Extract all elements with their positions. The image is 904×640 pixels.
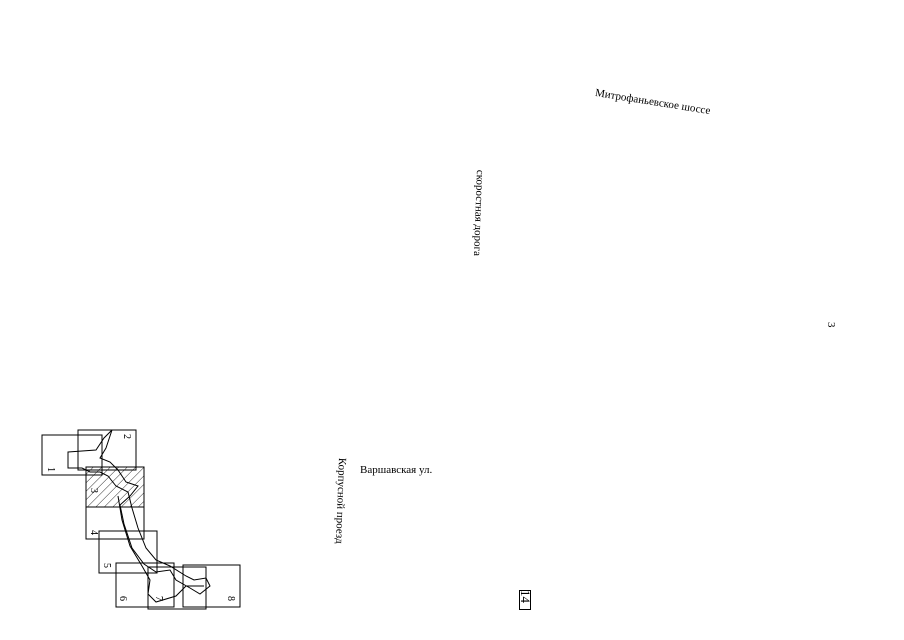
street-label-varshavskaya: Варшавская ул. <box>360 464 433 476</box>
sheet-number-box <box>519 590 531 610</box>
index-sheet-8 <box>182 564 241 608</box>
index-sheet-7 <box>147 566 207 610</box>
index-label-4: 4 <box>88 530 99 535</box>
index-label-5: 5 <box>101 563 112 568</box>
index-sheet-4 <box>85 506 145 540</box>
index-label-6: 6 <box>117 596 128 601</box>
index-area-outline <box>67 429 211 595</box>
index-sheet-6 <box>115 562 175 608</box>
index-label-7: 7 <box>153 596 164 601</box>
index-sheet-5 <box>98 530 158 574</box>
index-sheet-3 <box>85 466 145 508</box>
index-label-3: 3 <box>88 488 99 493</box>
index-label-2: 2 <box>121 434 132 439</box>
index-route-line <box>117 495 204 603</box>
index-label-8: 8 <box>225 596 236 601</box>
index-label-1: 1 <box>45 467 56 472</box>
